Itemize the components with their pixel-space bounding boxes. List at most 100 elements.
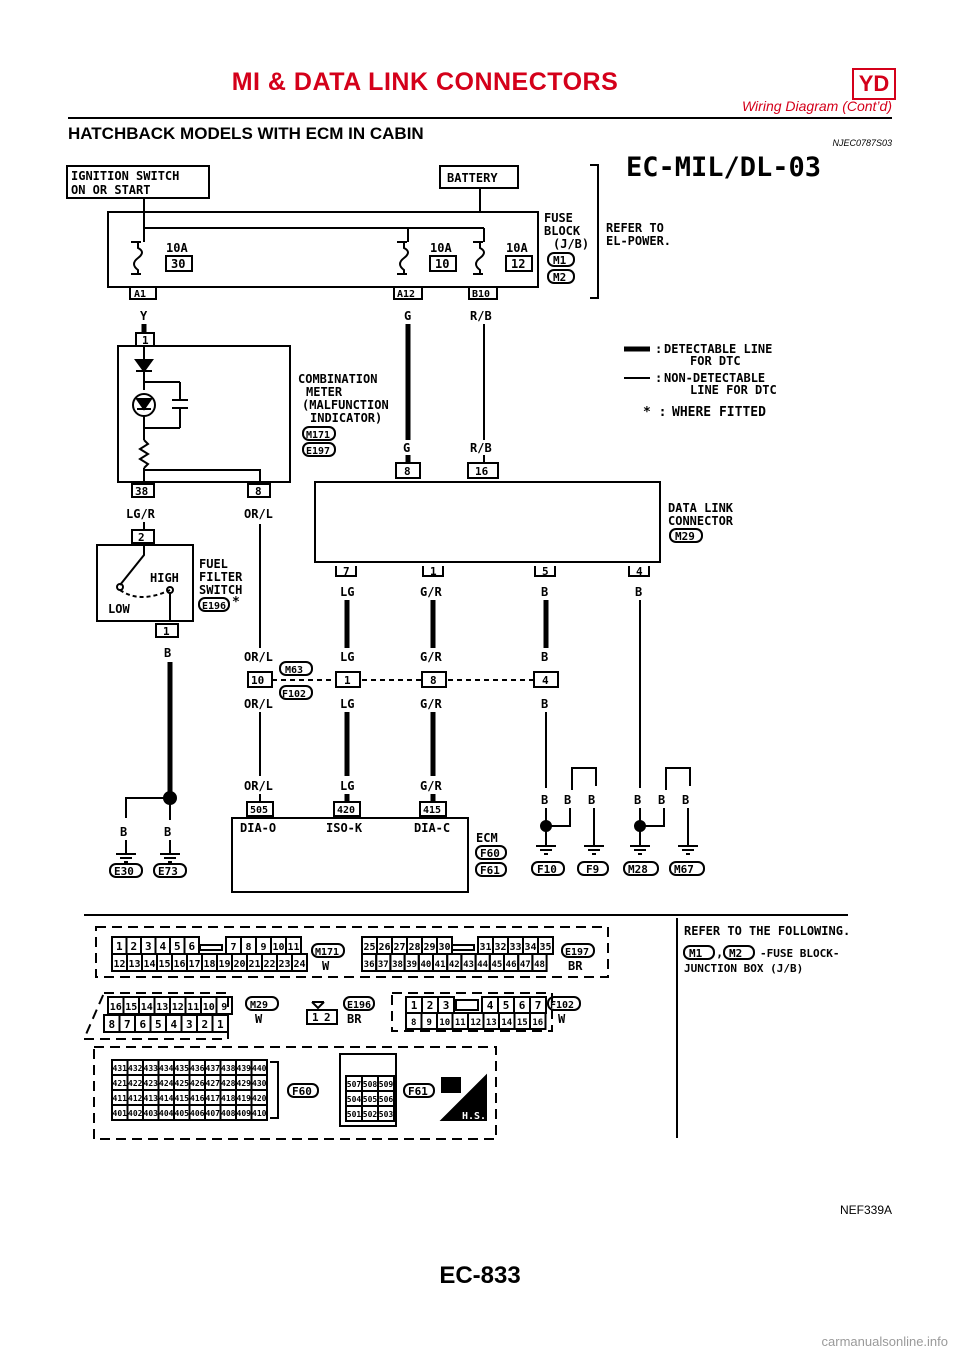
legend-1-text-2: FOR DTC <box>690 354 741 368</box>
view-f102-color: W <box>558 1012 566 1026</box>
view-f60-f61-frame <box>93 1046 497 1140</box>
figure-code: NEF339A <box>839 1203 892 1217</box>
fuse-12-num-box <box>505 255 533 272</box>
fuel-switch-conn-e196: E196 <box>202 601 226 612</box>
pin-number: 407 <box>206 1109 221 1118</box>
pin-number: 14 <box>501 1018 512 1028</box>
rg-wire-6: B <box>682 793 689 807</box>
page-title: MI & DATA LINK CONNECTORS <box>231 68 619 96</box>
term-a12-label: A12 <box>397 289 415 300</box>
pin-cell <box>531 953 548 972</box>
legend-2-text-1: NON-DETECTABLE <box>664 371 765 385</box>
pin-number: 15 <box>158 959 170 970</box>
ecm-pin-505-label: 505 <box>250 805 268 816</box>
pin-number: 15 <box>517 1018 528 1028</box>
fuel-switch-pin-2-label: 2 <box>138 531 145 544</box>
pin-number: 1 <box>116 940 123 953</box>
meter-label-1: COMBINATION <box>298 372 377 386</box>
pin-number: 2 <box>427 999 434 1012</box>
refer-power-line-1: REFER TO <box>606 221 664 235</box>
pin-number: 3 <box>443 999 450 1012</box>
joint-up-b: B <box>541 650 548 664</box>
meter-pin-1-label: 1 <box>142 334 149 347</box>
joint-pin-1 <box>335 671 361 688</box>
pin-number: 439 <box>237 1064 252 1073</box>
dlc-pin-8-label: 8 <box>404 465 411 478</box>
pin-number: 7 <box>230 942 236 953</box>
wire-g-top: G <box>404 309 411 323</box>
pin-number: 501 <box>347 1110 362 1119</box>
view-m29-color: W <box>255 1012 263 1026</box>
pin-number: 429 <box>237 1079 252 1088</box>
fuel-switch-label-3: SWITCH <box>199 583 242 597</box>
pin-cell <box>211 1014 229 1033</box>
dlc-pin-16-label: 16 <box>475 465 489 478</box>
pin-number: 9 <box>260 942 266 953</box>
dlc-wire-lg: LG <box>340 585 354 599</box>
pin-cell <box>377 1105 395 1122</box>
refer-m2: M2 <box>729 947 742 960</box>
pin-number: 503 <box>379 1110 394 1119</box>
pin-number: 440 <box>252 1064 267 1073</box>
meter-pin-8 <box>247 483 271 498</box>
pin-number: 415 <box>175 1094 190 1103</box>
refer-m1: M1 <box>689 947 703 960</box>
ecm-pin-420 <box>333 801 361 817</box>
pin-number: 8 <box>411 1018 416 1028</box>
pin-number: 406 <box>190 1109 205 1118</box>
joint-up-lg: LG <box>340 650 354 664</box>
pin-number: 436 <box>190 1064 205 1073</box>
view-e196-pin-1: 1 <box>312 1011 319 1024</box>
fuse-30-num-box <box>165 255 193 272</box>
page-subtitle: Wiring Diagram (Cont’d) <box>741 98 892 114</box>
header-rule <box>68 117 892 119</box>
view-m171-e197-frame <box>95 926 609 978</box>
pin-number: 404 <box>159 1109 174 1118</box>
pin-number: 427 <box>206 1079 221 1088</box>
pin-number: 42 <box>449 960 460 970</box>
ecm-wire-lg: LG <box>340 779 354 793</box>
pin-number: 29 <box>423 942 435 953</box>
legend-3-sym: * : <box>643 405 666 420</box>
pin-number: 7 <box>124 1018 131 1031</box>
dlc-pin-16 <box>467 462 499 479</box>
fuel-switch-star: * <box>232 595 240 610</box>
view-m29-frame <box>82 992 229 1040</box>
fuse-block-conn-m2: M2 <box>553 271 566 284</box>
joint-pin-4 <box>533 671 559 688</box>
meter-label-3: (MALFUNCTION <box>302 398 389 412</box>
view-e196-tag: E196 <box>347 1000 371 1011</box>
joint-conn-m63: M63 <box>285 665 303 676</box>
wire-orl-meter: OR/L <box>244 507 273 521</box>
pin-number: 504 <box>347 1095 362 1104</box>
pin-number: 401 <box>113 1109 128 1118</box>
ecm-pin-415 <box>419 801 447 817</box>
rg-wire-3: B <box>588 793 595 807</box>
pin-number: 28 <box>408 942 420 953</box>
pin-number: 507 <box>347 1080 362 1089</box>
pin-number: 505 <box>363 1095 378 1104</box>
fuel-switch-label-1: FUEL <box>199 557 228 571</box>
pin-number: 33 <box>509 942 521 953</box>
pin-number: 433 <box>144 1064 159 1073</box>
pin-number: 13 <box>156 1002 168 1013</box>
pin-number: 9 <box>221 1002 227 1013</box>
view-hs: H.S. <box>462 1111 486 1122</box>
term-a12 <box>393 286 423 300</box>
pin-number: 437 <box>206 1064 221 1073</box>
pin-number: 30 <box>438 942 450 953</box>
fuel-switch-pin-1 <box>155 623 179 638</box>
legend-2-sym: : <box>655 371 662 385</box>
ecm-wire-orl: OR/L <box>244 779 273 793</box>
wire-y: Y <box>140 309 148 323</box>
pin-number: 22 <box>263 959 275 970</box>
pin-number: 14 <box>143 959 155 970</box>
refer-following: REFER TO THE FOLLOWING. <box>684 924 850 938</box>
pin-cell <box>291 953 308 972</box>
rg-wire-2: B <box>564 793 571 807</box>
joint-pin-10 <box>247 671 273 688</box>
